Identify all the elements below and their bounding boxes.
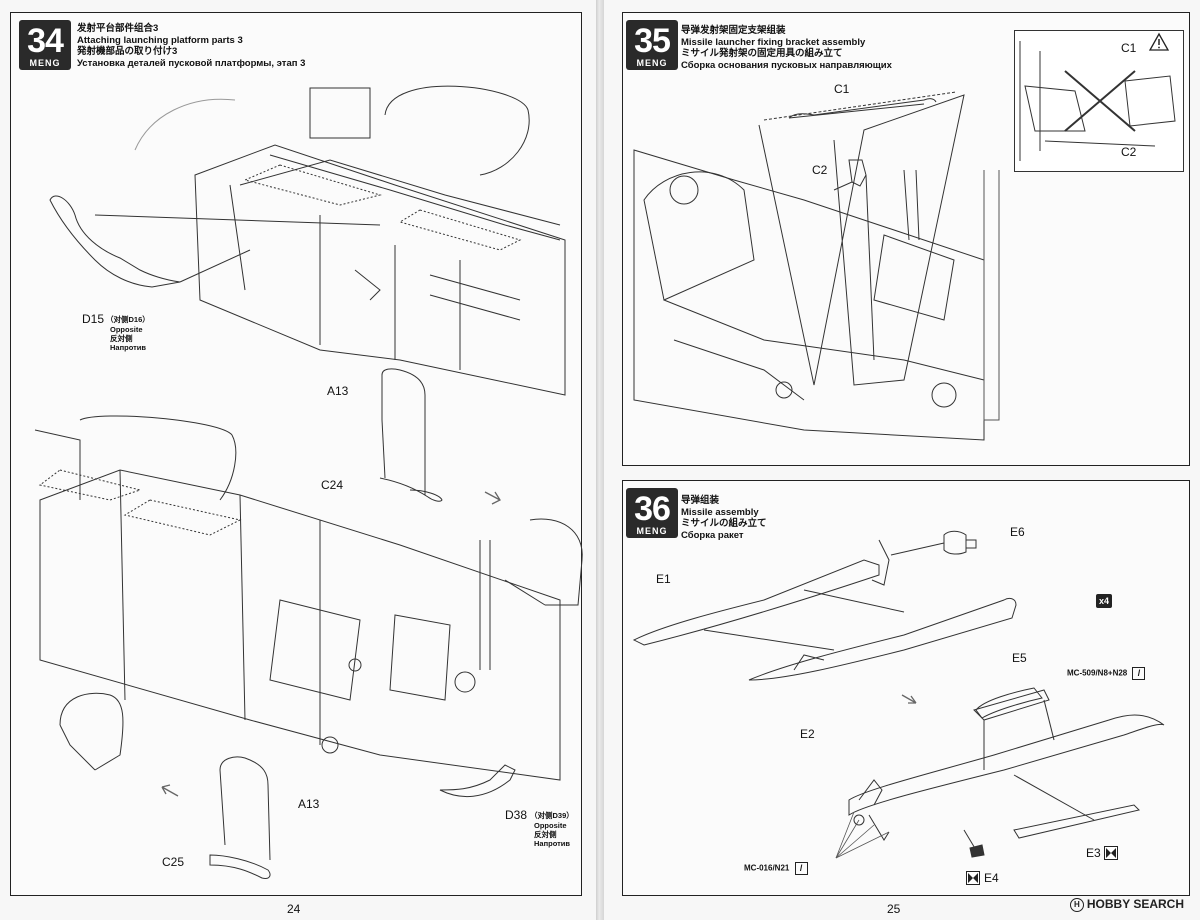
title-ru: Сборка основания пусковых направляющих bbox=[681, 59, 892, 71]
part-d38-label: D38 bbox=[505, 808, 528, 822]
inset-part-c1-label: C1 bbox=[1121, 41, 1137, 55]
paint-brush-icon: / bbox=[1132, 667, 1146, 680]
part-e4-label: E4 bbox=[984, 871, 999, 885]
step-36-drawing bbox=[632, 530, 1165, 859]
paint-brush-icon: / bbox=[794, 862, 808, 875]
brand-logo: MENG bbox=[636, 526, 668, 536]
part-c2-label: C2 bbox=[812, 163, 828, 177]
step-34-frame bbox=[10, 12, 582, 896]
title-jp: ミサイルの組み立て bbox=[681, 518, 767, 529]
title-en: Missile assembly bbox=[681, 506, 759, 518]
part-a13-bottom-label: A13 bbox=[298, 797, 320, 811]
title-cn: 导弹组装 bbox=[681, 495, 720, 506]
title-jp: 発射機部品の取り付け3 bbox=[77, 46, 178, 57]
page-number-24: 24 bbox=[287, 902, 301, 916]
title-jp: ミサイル発射架の固定用具の組み立て bbox=[681, 48, 843, 59]
arrow-icon bbox=[901, 694, 917, 704]
step-34-titles: 发射平台部件组合3 Attaching launching platform p… bbox=[77, 23, 305, 69]
part-d38-opposite-jp: 反対側 bbox=[534, 830, 557, 839]
page-number-25: 25 bbox=[887, 902, 901, 916]
step-35-detail-inset: C1 C2 bbox=[1014, 30, 1184, 172]
step-36-badge: 36 MENG bbox=[626, 488, 678, 538]
bowtie-decal-icon bbox=[1104, 846, 1118, 860]
part-d38-opposite-en: Opposite bbox=[534, 821, 567, 830]
part-e5-label: E5 bbox=[1012, 651, 1027, 665]
bowtie-decal-icon bbox=[966, 871, 980, 885]
part-d15-opposite-cn: （对侧D16） bbox=[106, 315, 150, 324]
inset-part-c2-label: C2 bbox=[1121, 145, 1137, 159]
paint-code-bottom-text: MC-016/N21 bbox=[744, 863, 790, 873]
step-number: 35 bbox=[634, 22, 671, 60]
part-a13-top-label: A13 bbox=[327, 384, 349, 398]
step-36-frame bbox=[622, 480, 1190, 896]
watermark-text: HOBBY SEARCH bbox=[1086, 897, 1184, 912]
paint-code-top-text: MC-509/N8+N28 bbox=[1067, 668, 1128, 678]
paint-code-bottom: MC-016/N21 / bbox=[744, 862, 808, 875]
title-cn: 导弹发射架固定支架组装 bbox=[681, 25, 786, 36]
step-35-badge: 35 MENG bbox=[626, 20, 678, 70]
part-e1-label: E1 bbox=[656, 572, 671, 586]
step-34-badge: 34 MENG bbox=[19, 20, 71, 70]
step-number: 36 bbox=[634, 490, 671, 528]
step-36-titles: 导弹组装 Missile assembly ミサイルの組み立て Сборка р… bbox=[681, 495, 767, 541]
page-25: 35 MENG 导弹发射架固定支架组装 Missile launcher fix… bbox=[604, 0, 1200, 920]
watermark-logo-icon: H bbox=[1069, 898, 1084, 912]
arrow-icon bbox=[161, 491, 501, 797]
step-34-drawing bbox=[34, 85, 583, 879]
part-d15-opposite-ru: Напротив bbox=[110, 343, 146, 352]
warning-triangle-icon bbox=[1148, 32, 1170, 51]
brand-logo: MENG bbox=[636, 58, 668, 68]
quantity-badge: x4 bbox=[1096, 594, 1113, 608]
page-24: 34 MENG 发射平台部件组合3 Attaching launching pl… bbox=[0, 0, 596, 920]
part-d15-opposite-jp: 反対側 bbox=[110, 334, 133, 343]
title-cn: 发射平台部件组合3 bbox=[77, 23, 159, 34]
part-d38-opposite-cn: （对侧D39） bbox=[530, 811, 574, 820]
step-number: 34 bbox=[27, 22, 64, 60]
brand-logo: MENG bbox=[29, 58, 61, 68]
part-c24-label: C24 bbox=[321, 478, 344, 492]
part-e3-label: E3 bbox=[1086, 846, 1101, 860]
part-e2-label: E2 bbox=[800, 727, 815, 741]
part-e6-label: E6 bbox=[1010, 525, 1025, 539]
part-d15-opposite-en: Opposite bbox=[110, 325, 143, 334]
part-d15-label: D15 bbox=[82, 312, 105, 326]
title-ru: Установка деталей пусковой платформы, эт… bbox=[77, 57, 306, 69]
inset-drawing bbox=[1019, 41, 1176, 161]
part-c25-label: C25 bbox=[162, 855, 185, 869]
title-ru: Сборка ракет bbox=[681, 529, 744, 541]
title-en: Attaching launching platform parts 3 bbox=[77, 34, 243, 46]
part-d38-opposite-ru: Напротив bbox=[534, 839, 570, 848]
step-35-titles: 导弹发射架固定支架组装 Missile launcher fixing brac… bbox=[681, 25, 892, 71]
book-gutter bbox=[596, 0, 604, 920]
part-c1-label: C1 bbox=[834, 82, 850, 96]
paint-code-top: MC-509/N8+N28 / bbox=[1067, 667, 1146, 680]
step-35-drawing bbox=[633, 91, 1000, 441]
title-en: Missile launcher fixing bracket assembly bbox=[681, 36, 866, 48]
